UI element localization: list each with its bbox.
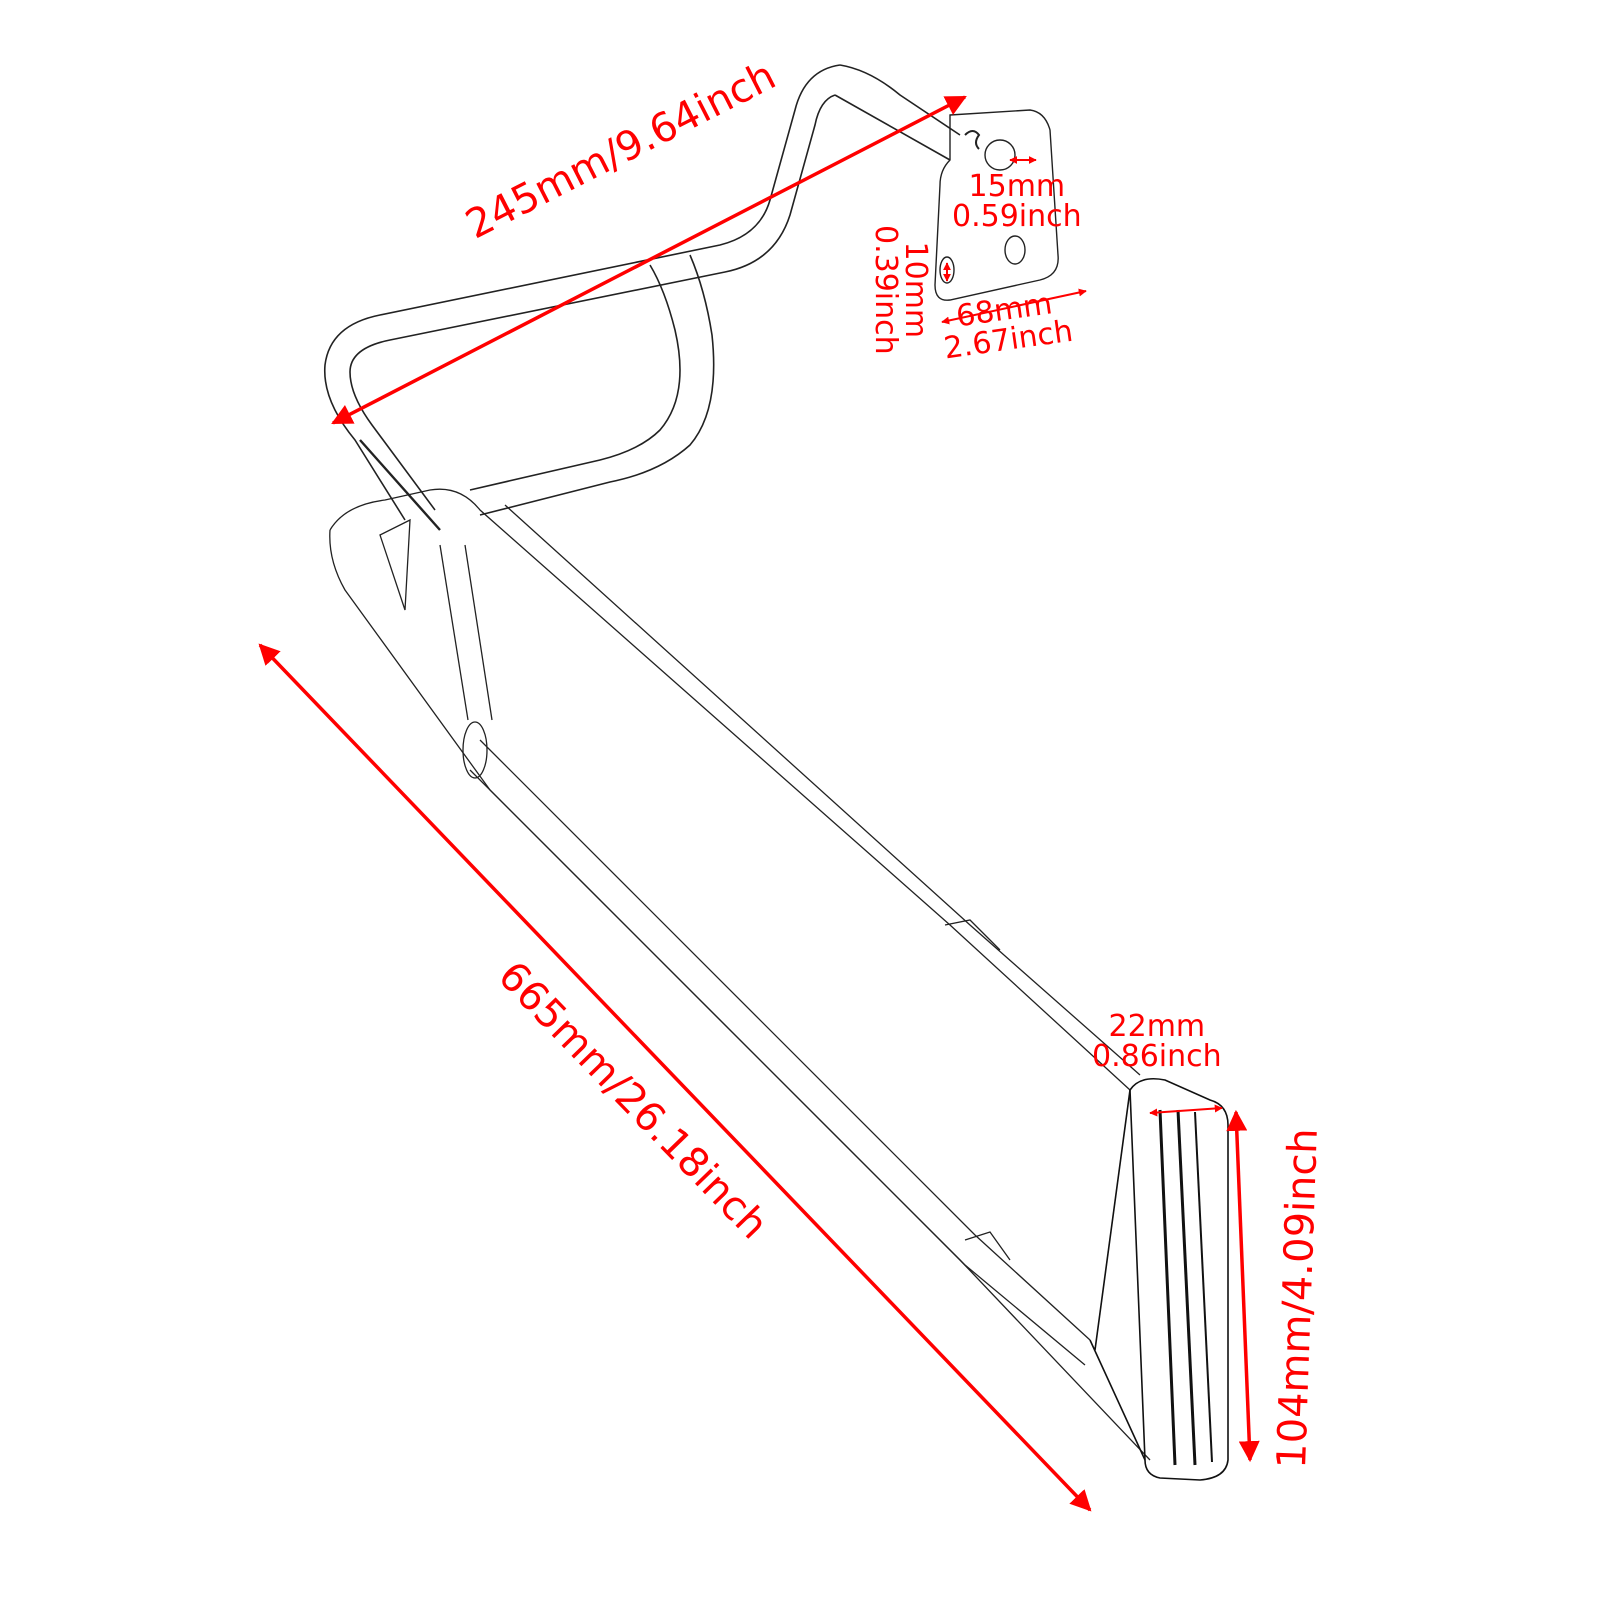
dim-10mm-imperial: 0.39inch [868,225,903,355]
dim-line-665mm [258,643,1092,1512]
dim-22mm-imperial: 0.86inch [1092,1039,1222,1074]
dim-label-104mm: 104mm/4.09inch [1269,1127,1327,1470]
dim-label-22mm: 22mm 0.86inch [1092,1012,1222,1072]
dim-label-10mm: 10mm 0.39inch [868,225,933,355]
dim-22mm-metric: 22mm [1108,1009,1206,1044]
foot-pad [1089,1077,1229,1481]
dim-label-15mm: 15mm 0.59inch [952,172,1082,232]
dim-line-22mm [1149,1104,1223,1117]
dim-10mm-metric: 10mm [898,241,933,339]
dim-line-245mm [331,95,967,425]
dim-15mm-metric: 15mm [968,169,1066,204]
dim-15mm-imperial: 0.59inch [952,199,1082,234]
main-frame [329,488,1151,1461]
dimension-lines [258,95,1260,1512]
dim-line-68mm [941,288,1087,325]
dim-line-104mm [1226,1109,1260,1463]
